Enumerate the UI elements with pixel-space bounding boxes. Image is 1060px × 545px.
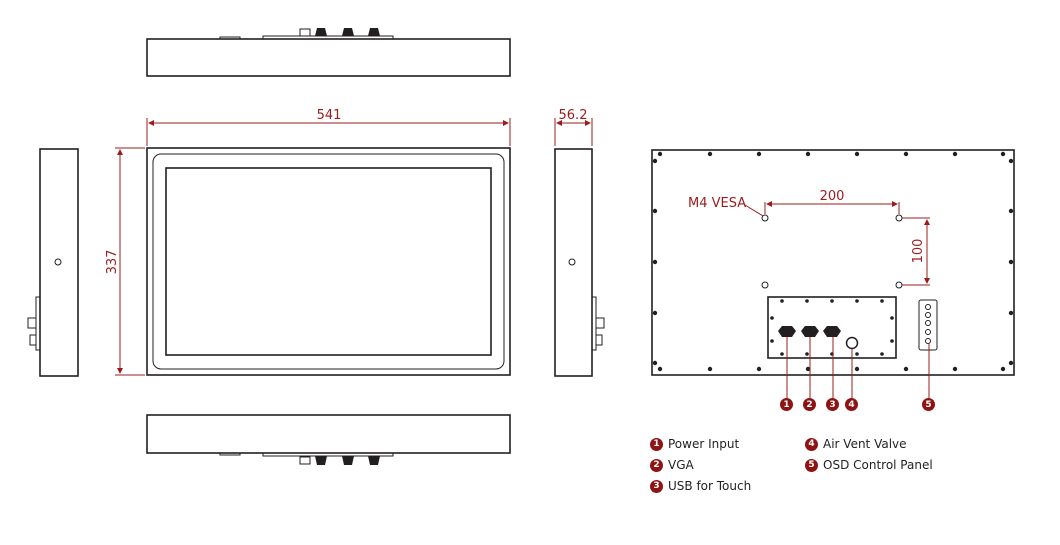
connector-icon [315,28,380,36]
screw [805,151,811,157]
callout-4: 4 [845,398,863,411]
screw [652,310,658,316]
vesa-label: M4 VESA [688,196,746,211]
osd-buttons [925,304,931,344]
height-dimension: 337 [105,250,120,275]
air-vent-valve [845,336,859,350]
screw [830,299,834,303]
screw [855,352,859,356]
screw [1008,208,1014,214]
screw [652,158,658,164]
screw [657,366,663,372]
screw [707,366,713,372]
screw [1008,158,1014,164]
screw [652,360,658,366]
screw [890,339,894,343]
screw [652,208,658,214]
width-dimension: 541 [317,108,342,123]
front-view: 541 337 [105,108,511,376]
right-side-view: 56.2 [554,108,605,377]
screw [952,366,958,372]
screw [1008,310,1014,316]
screw [890,316,894,320]
left-side-view [27,148,79,377]
screw [770,316,774,320]
screw [805,299,809,303]
screw [657,151,663,157]
screw [855,299,859,303]
back-view: 200 100 M4 VESA [651,149,1015,398]
screw [770,339,774,343]
screw [1008,360,1014,366]
callout-5: 5 [922,398,940,411]
screw [780,299,784,303]
vesa-vertical-dimension: 100 [911,239,926,264]
screw [805,352,809,356]
screw [903,366,909,372]
screw [952,151,958,157]
screw [854,151,860,157]
vesa-holes [761,214,903,289]
callout-2: 2 [803,398,821,411]
screw [805,366,811,372]
ports [778,326,841,337]
top-view [146,28,511,77]
screw [652,259,658,265]
depth-dimension: 56.2 [559,108,588,123]
bottom-view [146,414,511,465]
screw [854,366,860,372]
screw [880,299,884,303]
vesa-horizontal-dimension: 200 [820,189,845,204]
screw [756,151,762,157]
callout-3: 3 [826,398,844,411]
screw [880,352,884,356]
callout-1: 1 [780,398,798,411]
screw [903,151,909,157]
screw [1000,151,1006,157]
screw [756,366,762,372]
screw [1008,259,1014,265]
screw [707,151,713,157]
screw [780,352,784,356]
screw [1000,366,1006,372]
